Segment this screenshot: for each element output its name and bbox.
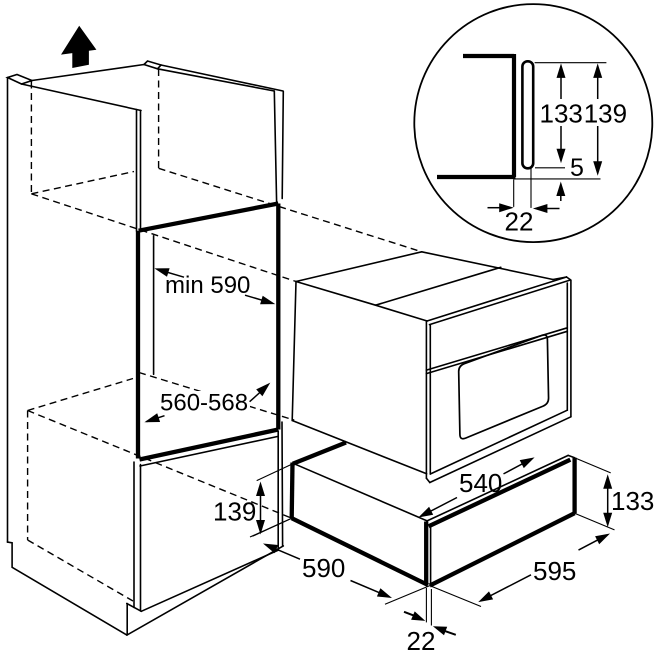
svg-text:560-568: 560-568: [160, 390, 248, 417]
svg-text:595: 595: [533, 556, 576, 586]
svg-text:139: 139: [584, 99, 627, 129]
svg-text:133: 133: [611, 486, 654, 516]
svg-text:22: 22: [407, 626, 436, 654]
svg-text:540: 540: [459, 468, 502, 498]
svg-text:5: 5: [570, 154, 584, 182]
svg-text:min 590: min 590: [165, 272, 250, 299]
svg-text:139: 139: [213, 497, 256, 527]
svg-text:22: 22: [505, 207, 534, 237]
svg-text:590: 590: [302, 553, 345, 583]
svg-text:133: 133: [540, 99, 583, 129]
